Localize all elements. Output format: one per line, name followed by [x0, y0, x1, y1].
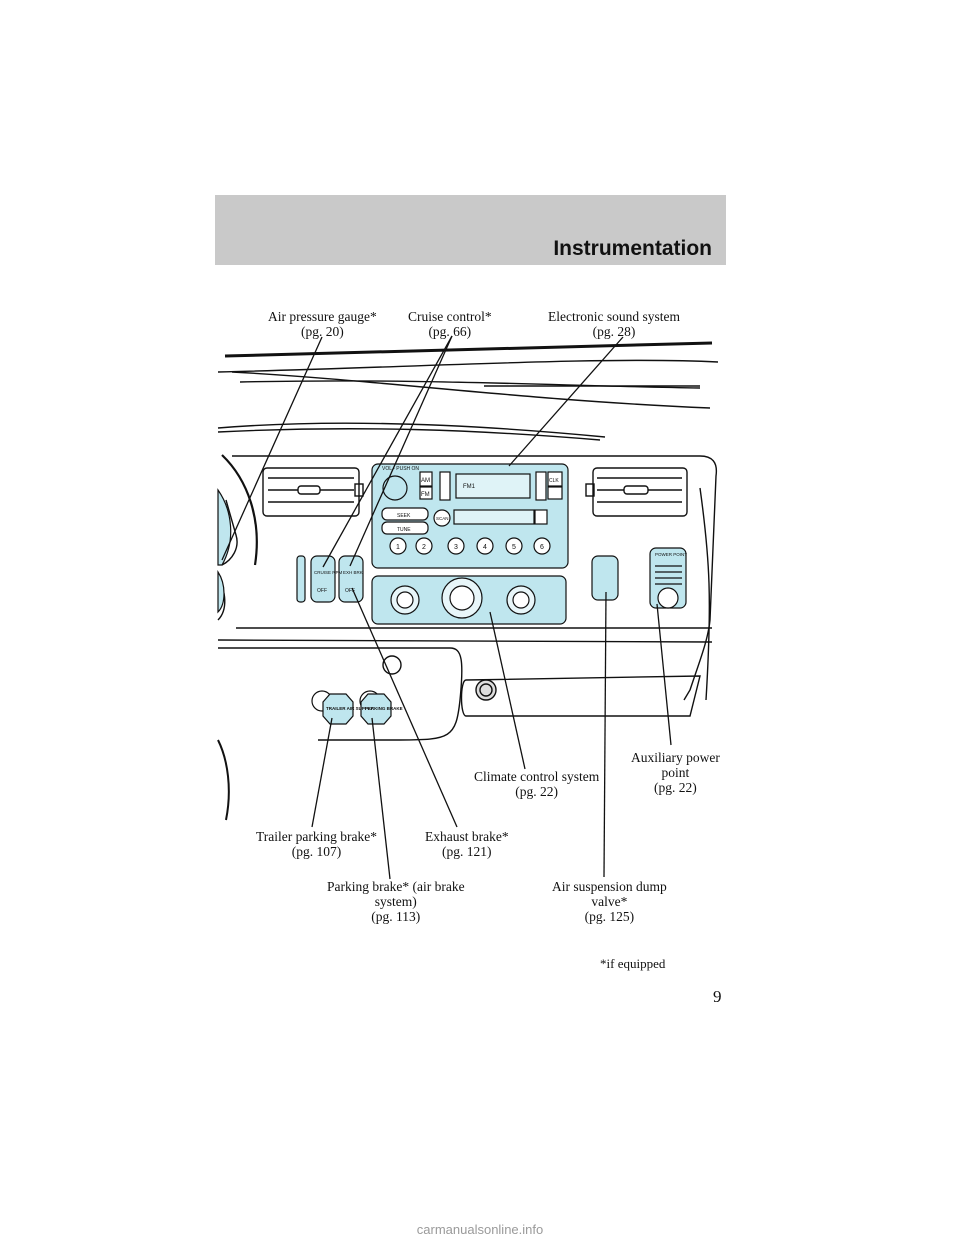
- watermark[interactable]: carmanualsonline.info: [416, 1222, 544, 1237]
- callout-cruise-control: Cruise control* (pg. 66): [408, 309, 492, 339]
- radio-preset-1: 1: [396, 544, 400, 551]
- climate-panel: [371, 575, 567, 625]
- callout-page: (pg. 22): [654, 780, 697, 795]
- callout-air-suspension-dump-valve: Air suspension dump valve* (pg. 125): [552, 879, 667, 924]
- parking-knob-label: PARKING BRAKE: [365, 706, 403, 711]
- callout-page: (pg. 20): [300, 324, 344, 339]
- section-header-band: Instrumentation: [215, 195, 726, 265]
- exh-off-label: OFF: [345, 588, 355, 594]
- callout-climate-control-system: Climate control system (pg. 22): [474, 769, 599, 799]
- radio-preset-3: 3: [454, 544, 458, 551]
- radio-am-label: AM: [421, 478, 430, 484]
- cruise-switch: [310, 555, 336, 603]
- exhaust-brake-switch: [338, 555, 364, 603]
- callout-electronic-sound-system: Electronic sound system (pg. 28): [548, 309, 680, 339]
- callout-name: Climate control system: [474, 769, 600, 784]
- callout-line1: Parking brake* (air brake: [327, 879, 465, 894]
- radio-panel: [371, 463, 569, 569]
- callout-name: Air pressure gauge*: [268, 309, 377, 324]
- callout-page: (pg. 28): [592, 324, 636, 339]
- trailer-air-supply-knob: [322, 693, 354, 725]
- callout-name: Trailer parking brake*: [256, 829, 377, 844]
- radio-clk-label: CLK: [549, 478, 559, 484]
- air-suspension-switch: [591, 555, 619, 601]
- radio-band-label: FM1: [463, 484, 476, 490]
- radio-preset-4: 4: [483, 544, 487, 551]
- radio-preset-5: 5: [512, 544, 516, 551]
- callout-name: Electronic sound system: [548, 309, 680, 324]
- exh-switch-label: EXH BRK: [343, 570, 363, 575]
- callout-name: Cruise control*: [408, 309, 492, 324]
- callout-page: (pg. 113): [371, 909, 421, 924]
- callout-trailer-parking-brake: Trailer parking brake* (pg. 107): [256, 829, 377, 859]
- callout-auxiliary-power-point: Auxiliary power point (pg. 22): [631, 750, 720, 795]
- callout-exhaust-brake: Exhaust brake* (pg. 121): [425, 829, 509, 859]
- callout-line2: point: [661, 765, 690, 780]
- cruise-off-label: OFF: [317, 588, 327, 594]
- radio-fm-label: FM: [421, 492, 430, 498]
- callout-line2: valve*: [591, 894, 628, 909]
- callout-air-pressure-gauge: Air pressure gauge* (pg. 20): [268, 309, 377, 339]
- trailer-knob-label: TRAILER AIR SUPPLY: [326, 706, 373, 711]
- callout-line2: system): [374, 894, 417, 909]
- power-point-label: POWER POINT: [655, 552, 687, 557]
- callout-page: (pg. 121): [442, 844, 492, 859]
- callout-name: Exhaust brake*: [425, 829, 509, 844]
- callout-line1: Air suspension dump: [552, 879, 667, 894]
- callout-page: (pg. 66): [428, 324, 472, 339]
- callout-page: (pg. 125): [584, 909, 635, 924]
- parking-brake-knob: [360, 693, 392, 725]
- radio-vol-label: VOL - PUSH ON: [382, 466, 419, 472]
- radio-scan-label: SCAN: [436, 516, 449, 521]
- callout-page: (pg. 107): [291, 844, 342, 859]
- footnote: *if equipped: [600, 956, 666, 971]
- callout-page: (pg. 22): [515, 784, 558, 799]
- page-number: 9: [713, 987, 722, 1006]
- cruise-switch-label: CRUISE RPM: [314, 570, 343, 575]
- section-title: Instrumentation: [553, 237, 712, 260]
- callout-parking-brake: Parking brake* (air brake system) (pg. 1…: [327, 879, 465, 924]
- radio-preset-2: 2: [422, 544, 426, 551]
- radio-preset-6: 6: [540, 544, 544, 551]
- radio-tune-label: TUNE: [397, 527, 411, 533]
- callout-line1: Auxiliary power: [631, 750, 720, 765]
- radio-seek-label: SEEK: [397, 513, 411, 519]
